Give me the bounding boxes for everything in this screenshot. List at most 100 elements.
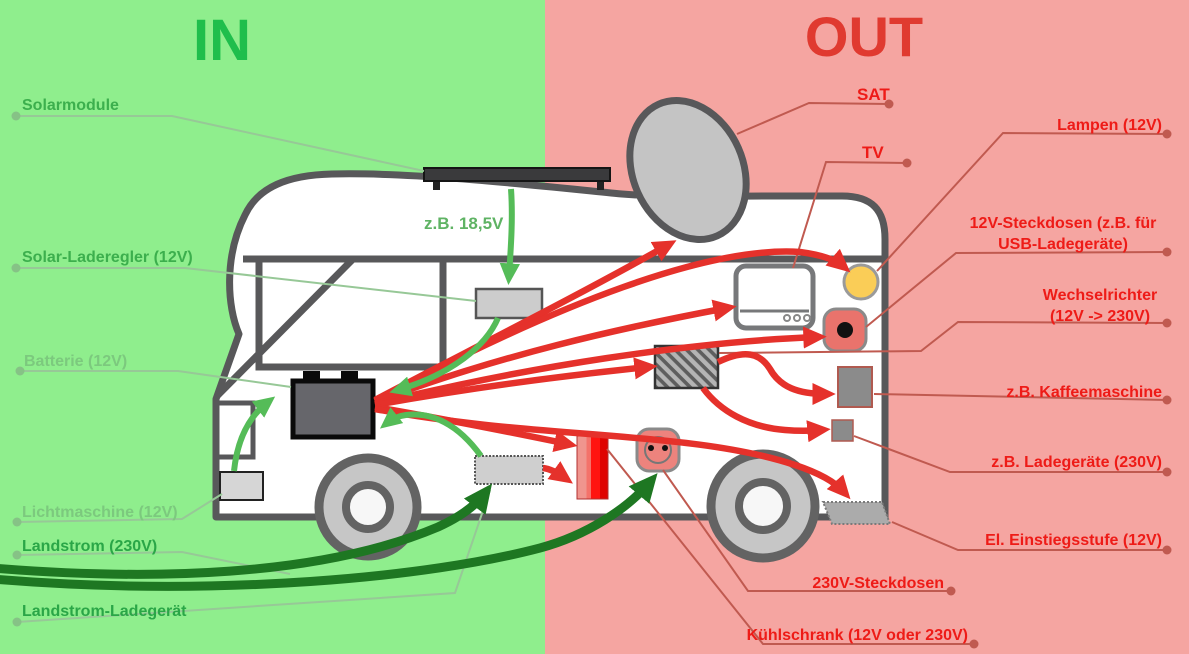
socket-230v-body bbox=[635, 427, 681, 473]
entry-step bbox=[821, 501, 892, 525]
tv-dot-3 bbox=[803, 314, 811, 322]
tv-dot-1 bbox=[783, 314, 791, 322]
label-steckdosen-12v-line2: USB-Ladegeräte) bbox=[998, 236, 1128, 253]
leader-solar-laderegler bbox=[16, 267, 477, 302]
flow-shorepower-to-charger bbox=[0, 483, 493, 579]
flow-battery-to-tv bbox=[373, 299, 737, 406]
leader-dot-batterie bbox=[15, 366, 25, 376]
label-ladegeraete: z.B. Ladegeräte (230V) bbox=[991, 454, 1162, 471]
flow-alternator-to-battery bbox=[231, 396, 276, 472]
leader-dot-solarmodule bbox=[11, 111, 21, 121]
leader-tv bbox=[792, 160, 908, 269]
leader-landstrom-ladegeraet bbox=[16, 489, 491, 623]
label-tv: TV bbox=[862, 143, 884, 162]
rear-wheel-hub bbox=[735, 478, 791, 534]
windshield-line bbox=[214, 257, 355, 399]
leader-kuehlschrank bbox=[606, 448, 974, 645]
leader-dot-wechselrichter bbox=[1162, 318, 1172, 328]
lamp bbox=[842, 263, 880, 301]
leader-solarmodule bbox=[16, 115, 425, 172]
coffee-machine bbox=[837, 366, 873, 408]
power-flows-green bbox=[0, 188, 658, 591]
charger-230v bbox=[831, 419, 854, 442]
label-steckdosen-12v-line1: 12V-Steckdosen (z.B. für bbox=[970, 215, 1157, 232]
label-sat: SAT bbox=[857, 85, 890, 104]
label-wechselrichter-line1: Wechselrichter bbox=[1043, 287, 1157, 304]
leader-lampen bbox=[876, 131, 1168, 272]
leader-einstiegsstufe bbox=[891, 521, 1167, 551]
socket-230v-pin-right bbox=[662, 445, 668, 451]
leader-dot-solar-laderegler bbox=[11, 263, 21, 273]
leader-dot-lichtmaschine bbox=[12, 517, 22, 527]
solar-charge-controller bbox=[474, 287, 544, 320]
flow-battery-to-step bbox=[374, 405, 851, 500]
leader-sat bbox=[736, 101, 890, 135]
leader-dot-kuehlschrank bbox=[969, 639, 979, 649]
shore-power-charger bbox=[474, 455, 544, 485]
label-einstiegsstufe: El. Einstiegsstufe (12V) bbox=[985, 532, 1162, 549]
solar-panel-module bbox=[423, 167, 611, 182]
label-steckdosen-230v: 230V-Steckdosen bbox=[812, 575, 944, 592]
label-wechselrichter-line2: (12V -> 230V) bbox=[1050, 308, 1150, 325]
leader-kaffeemaschine bbox=[873, 393, 1168, 401]
socket-230v-pin-left bbox=[648, 445, 654, 451]
flow-charger-to-fridge-230v bbox=[542, 461, 573, 484]
label-landstrom-ladegeraet: Landstrom-Ladegerät bbox=[22, 603, 187, 620]
solar-panel bbox=[423, 167, 611, 190]
leader-dot-landstrom bbox=[12, 550, 22, 560]
battery bbox=[290, 371, 376, 440]
leader-dot-ladegeraete bbox=[1162, 467, 1172, 477]
input-leaders bbox=[11, 111, 491, 627]
leader-wechselrichter bbox=[718, 320, 1168, 354]
label-landstrom: Landstrom (230V) bbox=[22, 538, 157, 555]
satellite-dish bbox=[626, 97, 750, 243]
flow-panel-to-controller bbox=[499, 188, 521, 285]
leader-steckdosen-230v bbox=[662, 469, 951, 592]
front-wheel bbox=[314, 453, 422, 561]
leader-steckdosen-12v bbox=[865, 251, 1168, 328]
label-solar-voltage: z.B. 18,5V bbox=[424, 214, 504, 233]
output-labels: SAT TV Lampen (12V) 12V-Steckdosen (z.B.… bbox=[747, 85, 1163, 644]
tv bbox=[733, 263, 816, 331]
alternator bbox=[219, 471, 264, 501]
label-lichtmaschine: Lichtmaschine (12V) bbox=[22, 504, 178, 521]
front-wheel-hub bbox=[342, 481, 394, 533]
leader-dot-sat bbox=[884, 99, 894, 109]
solar-panel-leg-right bbox=[597, 181, 604, 190]
flow-shorepower-to-socket-230v bbox=[0, 473, 658, 591]
battery-terminal-right bbox=[341, 371, 358, 381]
heading-out: OUT bbox=[805, 5, 923, 68]
leader-dot-tv bbox=[902, 158, 912, 168]
battery-body bbox=[290, 378, 376, 440]
flow-battery-to-inverter bbox=[374, 357, 658, 409]
flow-controller-to-battery bbox=[389, 316, 501, 397]
input-labels: Solarmodule Solar-Laderegler (12V) Batte… bbox=[22, 97, 504, 620]
leader-dot-einstiegsstufe bbox=[1162, 545, 1172, 555]
label-kaffeemaschine: z.B. Kaffeemaschine bbox=[1006, 384, 1162, 401]
fridge bbox=[576, 435, 609, 500]
socket-12v-hole bbox=[837, 322, 853, 338]
components bbox=[219, 263, 892, 525]
side-window bbox=[255, 255, 447, 371]
label-kuehlschrank: Kühlschrank (12V oder 230V) bbox=[747, 627, 968, 644]
leader-lichtmaschine bbox=[16, 493, 223, 523]
label-batterie: Batterie (12V) bbox=[24, 353, 127, 370]
socket-12v bbox=[822, 307, 868, 353]
flow-charger-to-battery bbox=[379, 407, 484, 458]
leader-dot-kaffeemaschine bbox=[1162, 395, 1172, 405]
label-lampen: Lampen (12V) bbox=[1057, 117, 1162, 134]
leader-dot-steckdosen-12v bbox=[1162, 247, 1172, 257]
flow-battery-to-lamp bbox=[373, 248, 851, 404]
battery-terminal-left bbox=[303, 371, 320, 381]
rear-wheel bbox=[706, 449, 820, 563]
socket-230v bbox=[635, 427, 681, 473]
flow-inverter-to-coffee bbox=[716, 351, 836, 406]
leader-dot-steckdosen-230v bbox=[946, 586, 956, 596]
leader-dot-landstrom-ladegeraet bbox=[12, 617, 22, 627]
heading-in: IN bbox=[193, 8, 251, 73]
solar-panel-leg-left bbox=[433, 181, 440, 190]
leader-ladegeraete bbox=[853, 435, 1167, 473]
flow-inverter-to-charger bbox=[700, 386, 831, 443]
